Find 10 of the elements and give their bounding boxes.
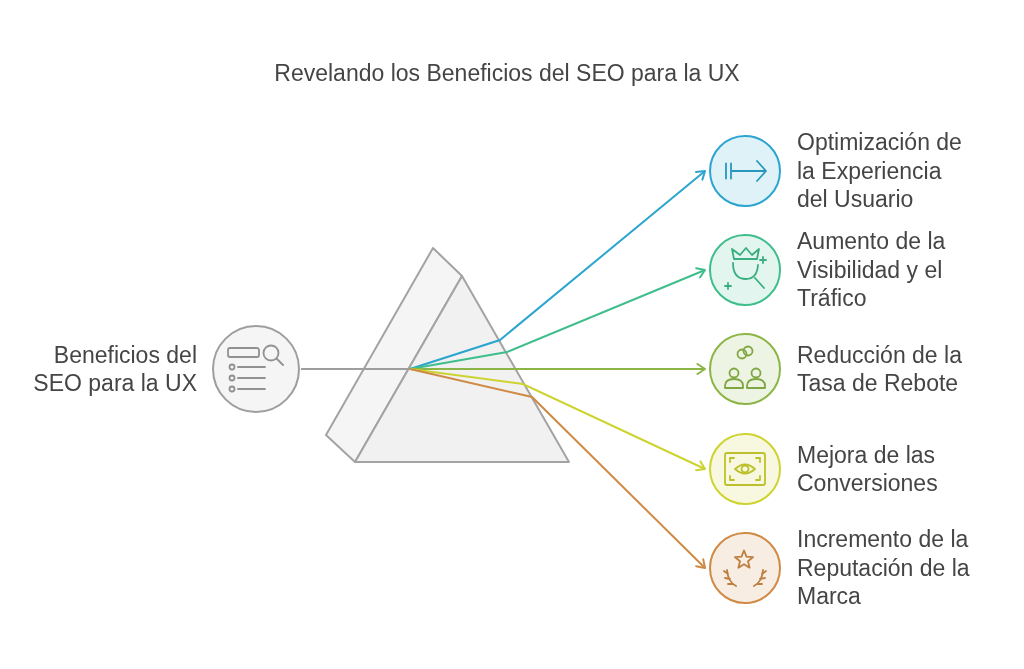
node-label: Optimización de la Experiencia del Usuario (797, 128, 963, 214)
arrow (409, 368, 706, 569)
diagram-title: Revelando los Beneficios del SEO para la UX (274, 59, 740, 87)
node-label: Incremento de la Reputación de la Marca (797, 525, 971, 611)
node-label: Mejora de las Conversiones (797, 440, 939, 498)
node-label: Beneficios del SEO para la UX (32, 340, 197, 398)
arrow (409, 170, 706, 370)
node-label: Aumento de la Visibilidad y el Tráfico (797, 227, 947, 313)
arrow (409, 368, 706, 472)
node-label: Reducción de la Tasa de Rebote (797, 340, 963, 398)
